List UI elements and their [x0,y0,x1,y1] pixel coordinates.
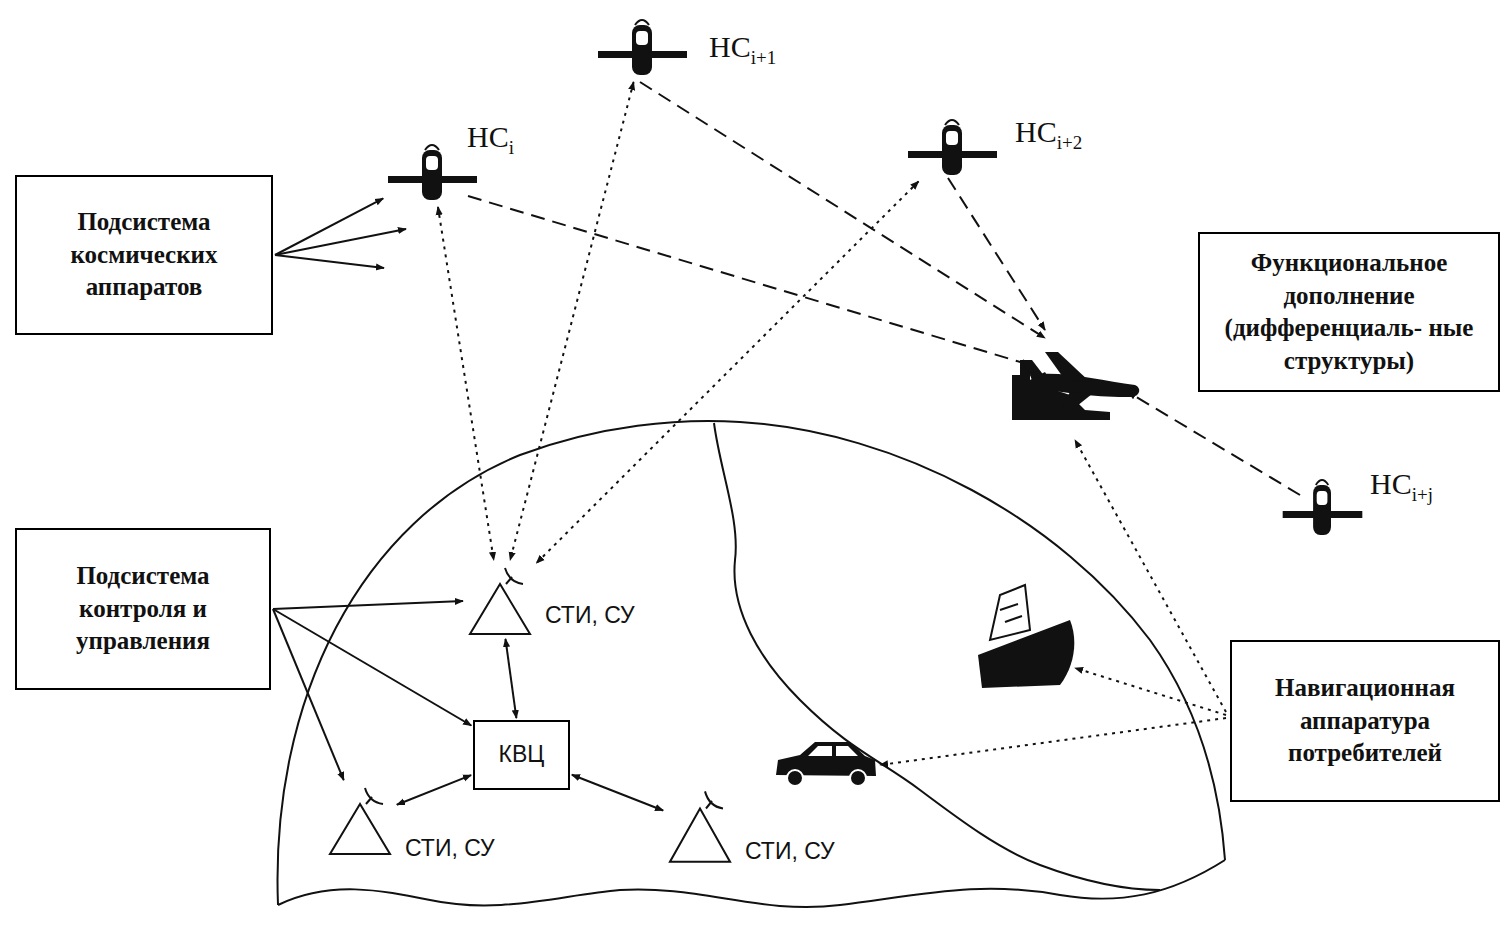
drawing-part [636,31,648,45]
drawing-part [808,746,858,756]
station-node: СТИ, СУ [665,785,735,865]
drawing-part [425,145,439,150]
radio-link [438,207,494,560]
drawing-part [1128,392,1300,495]
pointer-arrow [275,255,384,268]
control-arrow [273,609,471,725]
station-node: СТИ, СУ [465,562,535,637]
drawing-part [1317,491,1328,505]
satellite-icon [905,115,1000,180]
control-arrow [572,775,663,811]
box-text: Подсистема космических аппаратов [27,206,261,304]
satellite-label: НСi+1 [707,30,778,69]
drawing-part [365,788,383,804]
drawing-part [366,797,372,804]
drawing-part [640,82,1045,338]
drawing-part [1060,392,1092,410]
drawing-part [470,584,530,634]
drawing-part [945,120,959,125]
control-arrow [273,609,344,780]
drawing-part [787,770,803,786]
radio-link [536,181,918,563]
station-label: СТИ, СУ [543,602,637,629]
drawing-part [635,20,649,25]
satellite-node: НСi+j [1280,475,1365,540]
box-text: Функциональное дополнение (дифференциаль… [1210,247,1488,377]
drawing-part [1316,480,1329,485]
aircraft-icon [1012,352,1139,420]
system-box: Функциональное дополнение (дифференциаль… [1198,232,1500,392]
pointer-arrow [275,229,406,255]
drawing-part [1075,668,1226,715]
car-icon [776,742,876,786]
drawing-part [1022,360,1045,378]
station-label: СТИ, СУ [403,835,497,862]
drawing-part [426,156,438,170]
satellite-icon [1280,475,1365,540]
drawing-part [1313,485,1331,535]
station-node: СТИ, СУ [325,782,395,857]
satellite-node: НСi [385,140,480,205]
drawing-part [705,791,723,808]
satellite-label: НСi [465,120,516,159]
drawing-part [880,718,1226,765]
system-box: Подсистема космических аппаратов [15,175,273,335]
drawing-part [505,568,523,584]
ground-station-icon [465,562,535,637]
drawing-part [670,808,730,861]
drawing-part [850,770,866,786]
box-text: КВЦ [499,740,545,770]
drawing-part [1000,604,1022,622]
coastline [714,423,1160,890]
drawing-part [706,801,712,808]
drawing-part [948,178,1045,330]
control-arrow [273,601,463,609]
drawing-part [506,577,512,584]
control-arrow [505,639,516,718]
drawing-part [990,585,1030,640]
satellite-label: НСi+2 [1013,115,1084,154]
system-box: Подсистема контроля и управления [15,528,271,690]
drawing-part [942,125,962,175]
radio-link [510,82,633,560]
box-text: Подсистема контроля и управления [27,560,259,658]
satellite-node: НСi+2 [905,115,1000,180]
box-text: Навигационная аппаратура потребителей [1242,672,1488,770]
station-label: СТИ, СУ [743,838,837,865]
system-box: Навигационная аппаратура потребителей [1230,640,1500,802]
signal-lines [468,82,1300,495]
user-lines [880,440,1226,765]
control-arrow [275,198,383,255]
satellite-icon [595,15,690,80]
ground-station-icon [665,785,735,865]
control-arrow [397,775,471,805]
satellite-label: НСi+j [1368,467,1435,506]
satellite-node: НСi+1 [595,15,690,80]
earth-bottom-wave [278,860,1225,907]
drawing-part [422,150,442,200]
drawing-part [1075,440,1226,712]
earth-outline [278,421,1225,905]
drawing-part [1045,352,1090,382]
drawing-part [330,804,390,854]
system-box: КВЦ [473,720,570,790]
ground-station-icon [325,782,395,857]
drawing-part [468,196,1030,365]
drawing-part [946,131,958,145]
ship-icon [978,585,1074,688]
drawing-part [632,25,652,75]
